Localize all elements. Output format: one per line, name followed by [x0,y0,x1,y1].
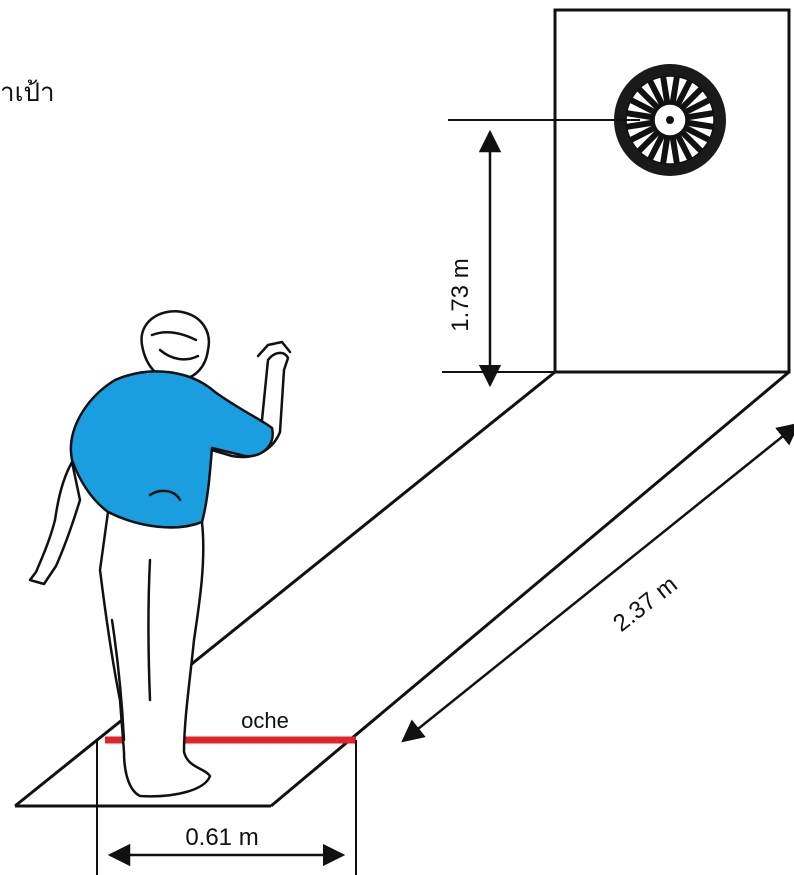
oche-label: oche [241,708,289,733]
distance-dimension-label: 2.37 m [608,571,682,637]
dartboard-segment [660,76,671,105]
distance-dimension-arrow [401,422,794,743]
person-throwing-figure [28,310,292,798]
dartboard-segment [679,129,704,154]
width-dimension-label: 0.61 m [185,824,258,851]
dartboard-segment [629,124,658,143]
dartboard-icon [614,64,726,176]
dartboard-segment [626,119,655,130]
dartboard-segment [647,132,666,161]
dartboard-segment [636,129,661,154]
dartboard-segment [629,97,658,116]
height-dimension-label: 1.73 m [447,258,474,331]
dartboard-segment [682,124,711,143]
partial-heading: าเป้า [0,78,55,108]
dartboard-segment [685,119,714,130]
dartboard-segment [674,132,693,161]
dartboard-segment [685,110,714,121]
dartboard-segment [669,135,680,164]
dartboard-segment [679,86,704,111]
dartboard-segment [669,76,680,105]
dartboard-segment [626,110,655,121]
dartboard-segment [674,79,693,108]
dartboard-segment [647,79,666,108]
dartboard-segment [636,86,661,111]
dartboard-segment [682,97,711,116]
dartboard-segment [660,135,671,164]
